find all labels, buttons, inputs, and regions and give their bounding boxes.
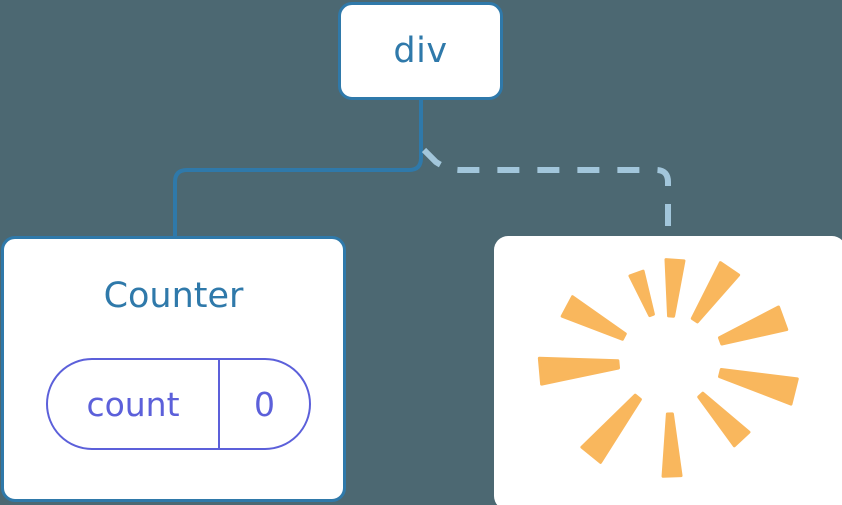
state-pill-key-cell: count <box>48 360 220 448</box>
state-pill-value-cell: 0 <box>220 360 309 448</box>
state-pill-count[interactable]: count 0 <box>46 358 311 450</box>
ray-w <box>537 356 621 386</box>
edge-div-to-rerender <box>421 147 671 238</box>
node-div[interactable]: div <box>338 2 503 100</box>
ray-e <box>718 368 799 406</box>
ray-s <box>661 412 683 478</box>
sparkle-burst-icon <box>537 258 799 478</box>
ray-n <box>664 258 686 318</box>
node-counter[interactable]: Counter count 0 <box>1 236 346 502</box>
ray-ene <box>717 305 789 346</box>
ray-ssw <box>580 393 642 464</box>
ray-ese <box>697 391 751 448</box>
state-pill-key: count <box>86 384 180 424</box>
node-counter-label: Counter <box>103 276 244 316</box>
node-rerender[interactable] <box>494 236 842 505</box>
ray-wnw <box>560 295 627 341</box>
ray-nnw <box>628 269 655 318</box>
ray-nne <box>690 261 741 324</box>
state-pill-value: 0 <box>254 384 275 424</box>
edge-div-to-counter <box>173 98 423 240</box>
node-div-label: div <box>393 30 448 71</box>
